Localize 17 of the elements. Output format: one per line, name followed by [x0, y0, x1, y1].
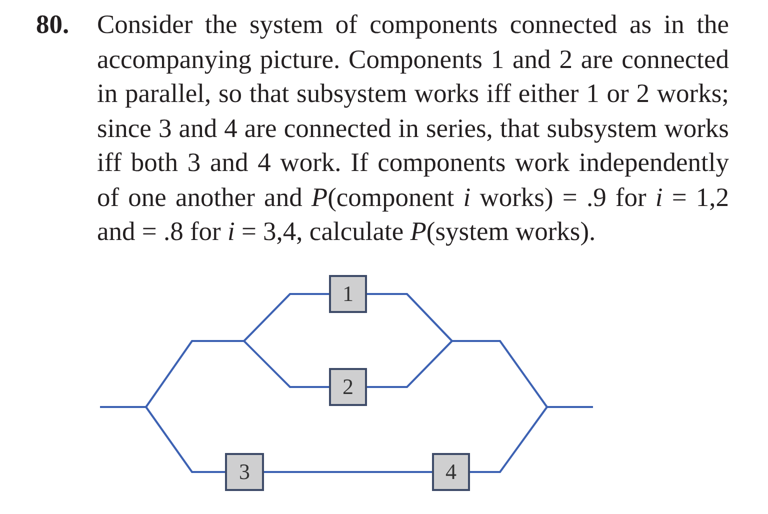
connector-line [243, 293, 329, 342]
component-box: 1 [329, 275, 367, 313]
connector-line [145, 406, 225, 473]
component-box: 4 [432, 453, 470, 491]
problem-text: Consider the system of components connected as in the accompanying picture. Components 1 and 2 are connected in parallel, so that subsystem works iff either 1 or 2 works; since 3 and 4 are connected in series, that subsystem works iff both 3 and 4 work. If components work independently of one another and P(component i works) = .9 for i = 1,2 and = .8 for i = 3,4, calculate P(system works). [97, 8, 729, 248]
connector-line [145, 340, 244, 408]
connector-line [452, 340, 548, 408]
problem-number: 80. [36, 8, 70, 41]
connector-line [243, 340, 329, 388]
connector-line [547, 406, 593, 408]
component-box: 2 [329, 368, 367, 406]
connector-line [367, 293, 453, 342]
component-box: 3 [225, 453, 264, 491]
connector-line [100, 406, 146, 408]
connector-line [470, 406, 548, 473]
connector-line [367, 340, 453, 388]
connector-line [264, 471, 432, 473]
